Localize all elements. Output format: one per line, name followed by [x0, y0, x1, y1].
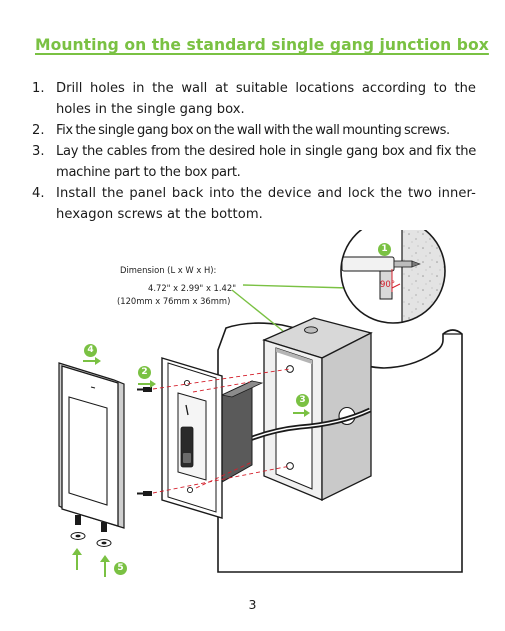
arrow-right-icon	[138, 380, 156, 388]
dimension-title: Dimension (L x W x H):	[120, 265, 216, 275]
step-text: Install the panel back into the device a…	[56, 183, 476, 225]
diagram-illustration	[0, 230, 505, 590]
hexagon-screw-right	[97, 522, 111, 547]
mounting-plate	[162, 358, 222, 518]
step-text: Drill holes in the wall at suitable loca…	[56, 78, 476, 120]
step-number: 4.	[32, 183, 45, 204]
instruction-step-1: 1. Drill holes in the wall at suitable l…	[32, 78, 476, 120]
angle-label: 90°	[380, 280, 395, 290]
step-text: Lay the cables from the desired hole in …	[56, 141, 476, 183]
arrow-up-icon	[72, 548, 82, 570]
instruction-list: 1. Drill holes in the wall at suitable l…	[32, 78, 476, 225]
dimension-inches: 4.72" x 2.99" x 1.42"	[148, 283, 236, 293]
callout-badge-4: 4	[84, 344, 97, 357]
instruction-step-4: 4. Install the panel back into the devic…	[32, 183, 476, 225]
step-number: 3.	[32, 141, 45, 162]
callout-badge-3: 3	[296, 394, 309, 407]
callout-badge-1: 1	[378, 243, 391, 256]
arrow-right-icon	[83, 357, 101, 365]
step-number: 2.	[32, 120, 45, 141]
step-text: Fix the single gang box on the wall with…	[56, 120, 476, 141]
wall-screw-bottom	[137, 491, 152, 496]
instruction-step-3: 3. Lay the cables from the desired hole …	[32, 141, 476, 183]
installation-diagram: Dimension (L x W x H): 4.72" x 2.99" x 1…	[0, 230, 505, 590]
callout-badge-2: 2	[138, 366, 151, 379]
instruction-step-2: 2. Fix the single gang box on the wall w…	[32, 120, 476, 141]
section-title: Mounting on the standard single gang jun…	[35, 36, 489, 54]
front-panel	[59, 363, 124, 528]
junction-box	[264, 318, 371, 500]
callout-badge-5: 5	[114, 562, 127, 575]
arrow-up-icon	[100, 555, 110, 577]
wall-screw-top	[137, 387, 152, 392]
dimension-millimeters: (120mm x 76mm x 36mm)	[117, 296, 230, 306]
step-number: 1.	[32, 78, 45, 99]
drilling-detail	[341, 230, 462, 329]
hexagon-screw-left	[71, 515, 85, 540]
page-number: 3	[0, 597, 505, 612]
